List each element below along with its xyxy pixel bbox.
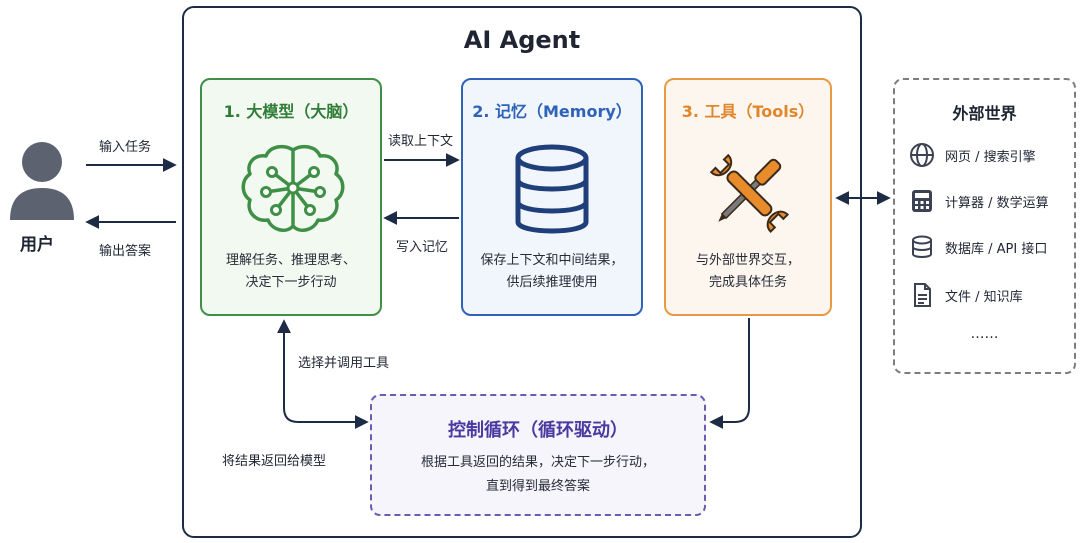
- world-item-database: 数据库 / API 接口: [909, 234, 1047, 260]
- tools-desc-line2: 完成具体任务: [708, 275, 787, 290]
- world-item-label: 网页 / 搜索引擎: [945, 149, 1036, 165]
- world-title: 外部世界: [952, 104, 1017, 123]
- memory-card: 2. 记忆（Memory） 保存上下文和中间结果， 供后续推理使用: [461, 78, 643, 316]
- world-item-web: 网页 / 搜索引擎: [909, 142, 1036, 168]
- user-label: 用户: [20, 235, 54, 255]
- database-icon: [515, 144, 589, 234]
- loop-desc-line2: 直到得到最终答案: [485, 479, 590, 494]
- external-world-panel: 外部世界 网页 / 搜索引擎 计算器 / 数学运算 数据库 / API 接口 文…: [893, 78, 1076, 374]
- world-item-label: 数据库 / API 接口: [945, 241, 1048, 257]
- return-result-label: 将结果返回给模型: [222, 454, 327, 469]
- write-memory-label: 写入记忆: [396, 240, 449, 255]
- input-task-label: 输入任务: [99, 140, 152, 155]
- database-icon: [912, 235, 932, 258]
- world-item-files: 文件 / 知识库: [909, 282, 1023, 308]
- memory-desc-line2: 供后续推理使用: [506, 275, 598, 290]
- diagram-title: AI Agent: [463, 26, 581, 54]
- document-icon: [914, 283, 931, 307]
- model-desc-line2: 决定下一步行动: [245, 275, 337, 290]
- calculator-icon: [912, 190, 932, 212]
- select-tool-label: 选择并调用工具: [298, 356, 390, 371]
- memory-title: 2. 记忆（Memory）: [472, 102, 632, 121]
- ai-agent-frame: [182, 6, 862, 538]
- world-item-calculator: 计算器 / 数学运算: [909, 188, 1049, 214]
- tools-title: 3. 工具（Tools）: [681, 102, 815, 121]
- tools-card: 3. 工具（Tools） 与外部世界交互， 完成具体任务: [664, 78, 832, 316]
- world-item-label: 计算器 / 数学运算: [945, 195, 1049, 211]
- model-desc-line1: 理解任务、推理思考、: [225, 253, 356, 268]
- tools-desc-line1: 与外部世界交互，: [695, 253, 800, 268]
- world-item-label: 文件 / 知识库: [945, 289, 1023, 305]
- loop-desc-line1: 根据工具返回的结果，决定下一步行动，: [420, 455, 655, 470]
- read-context-label: 读取上下文: [388, 134, 454, 149]
- model-title: 1. 大模型（大脑）: [223, 102, 359, 121]
- user-avatar-icon: [10, 142, 74, 220]
- loop-title: 控制循环（循环驱动）: [448, 420, 628, 441]
- globe-icon: [910, 143, 934, 167]
- memory-desc-line1: 保存上下文和中间结果，: [480, 253, 624, 268]
- brain-icon: [241, 144, 345, 232]
- output-answer-label: 输出答案: [99, 244, 152, 259]
- wrench-screwdriver-icon: [709, 153, 790, 234]
- control-loop-card: 控制循环（循环驱动） 根据工具返回的结果，决定下一步行动， 直到得到最终答案: [370, 394, 706, 516]
- world-more: ……: [970, 326, 999, 342]
- model-card: 1. 大模型（大脑） 理解任务、推理思考、 决定下一步行动: [200, 78, 382, 316]
